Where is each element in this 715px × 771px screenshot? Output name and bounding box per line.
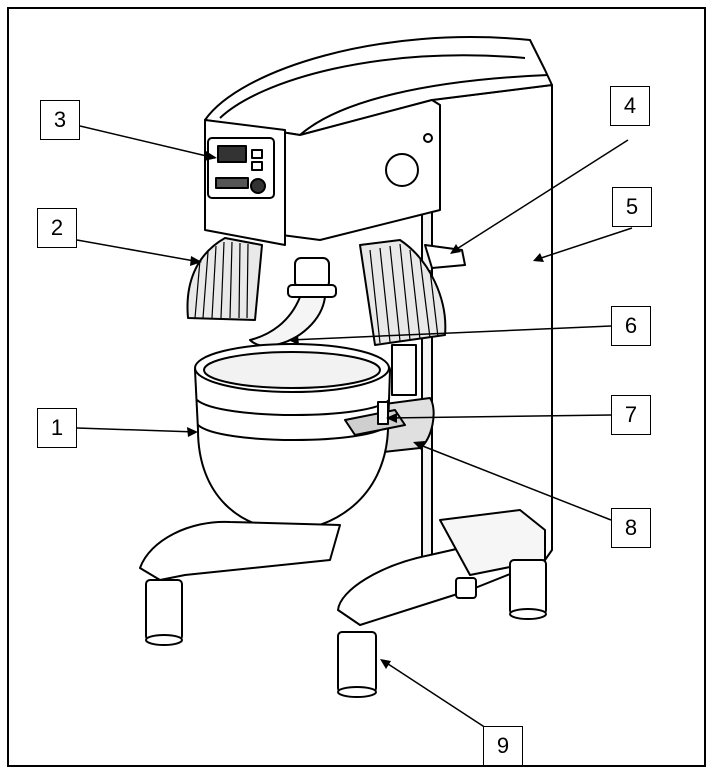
head-cover-ridge [299,74,549,136]
leader-arrow-6 [288,335,299,345]
callout-3: 3 [40,100,80,140]
leader-arrow-4 [450,244,461,254]
foot-front-left [145,579,183,641]
bowl-rim-inner [203,351,381,389]
leader-arrow-2 [190,256,202,266]
bowl-clamp-pin [377,401,389,425]
leader-line-6 [289,325,612,341]
leader-arrow-1 [187,427,198,437]
leader-arrow-7 [386,413,397,423]
mixer-column [431,84,553,561]
leader-arrow-9 [380,659,391,669]
control-button [251,161,263,171]
callout-5: 5 [612,187,652,227]
head-screw [423,133,433,143]
callout-8: 8 [611,508,651,548]
callout-2: 2 [37,208,77,248]
callout-9: 9 [483,726,523,766]
bowl-band [196,399,390,416]
base-left-arm [139,520,341,581]
control-knob [250,178,266,194]
leader-line-4 [451,139,629,253]
control-display [217,145,247,163]
leader-line-3 [79,125,216,159]
leader-line-1 [76,427,197,433]
callout-4: 4 [610,86,650,126]
callout-7: 7 [611,395,651,435]
spindle [294,257,330,289]
bowl-lift-column [391,344,417,396]
leader-line-7 [387,414,612,419]
foot-front-left-base [145,634,183,646]
spindle-collar [287,284,337,298]
callout-6: 6 [611,306,651,346]
foot-rear-right-base [509,608,547,620]
base-rear-block [439,509,546,576]
head-cover-ridge [219,54,526,119]
callout-1: 1 [37,408,77,448]
control-button [251,149,263,159]
leader-line-2 [76,239,201,263]
control-keys [215,177,249,189]
bowl-guard-left-ribs [194,241,249,319]
foot-rear-mid [455,577,477,599]
leader-arrow-3 [204,151,217,161]
foot-front-right-base [337,686,377,698]
leader-arrow-8 [413,441,425,450]
diagram-frame [7,7,706,767]
bowl-guard-left [186,237,263,321]
head-side-port [385,153,419,187]
leader-line-9 [381,659,487,729]
bowl-guard-right [359,239,447,346]
leader-line-8 [414,442,612,521]
bowl-guard-right-ribs [369,243,439,344]
foot-front-right [337,631,377,693]
leader-arrow-5 [533,253,544,262]
leader-line-5 [534,227,633,261]
foot-rear-right [509,559,547,615]
mixer-head-cover [204,36,553,136]
